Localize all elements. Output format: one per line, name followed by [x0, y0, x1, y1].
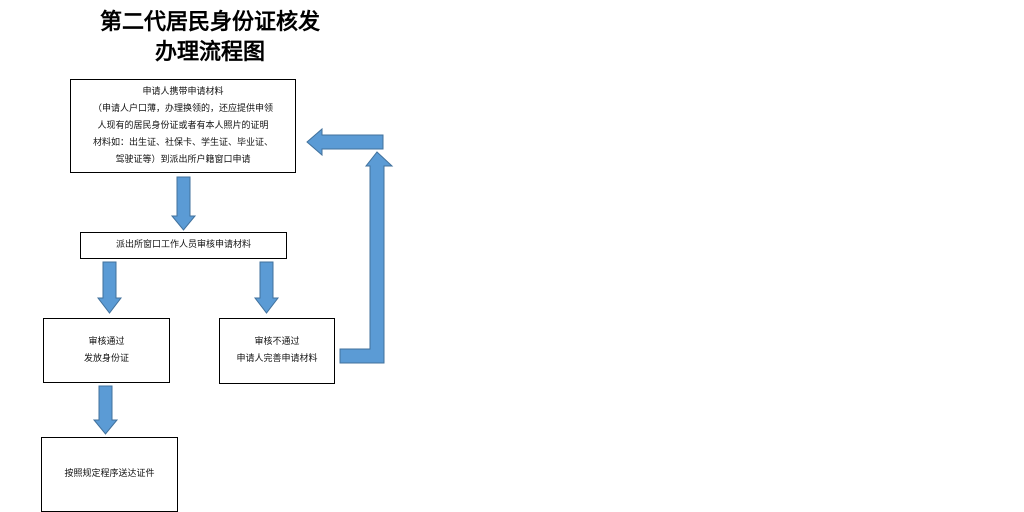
arrow-down-apply-review	[170, 176, 197, 231]
pass-text: 发放身份证	[83, 353, 129, 364]
fail-text: 申请人完善申请材料	[236, 354, 318, 364]
title-line-1: 第二代居民身份证核发	[99, 9, 320, 35]
apply-text: 材料如：出生证、社保卡、学生证、毕业证、	[92, 137, 273, 148]
pass-text: 审核通过	[88, 336, 125, 347]
apply-text: 驾驶证等）到派出所户籍窗口申请	[115, 154, 251, 165]
deliver-text: 按照规定程序送达证件	[64, 469, 155, 479]
review-text: 派出所窗口工作人员审核申请材料	[115, 240, 251, 250]
pass-box: 审核通过 发放身份证	[43, 318, 170, 383]
fail-text: 审核不通过	[254, 337, 300, 347]
apply-text: （申请人户口薄，办理换领的，还应提供申领	[92, 103, 273, 114]
arrow-left-to-apply	[306, 127, 384, 157]
arrow-down-review-pass	[96, 261, 123, 314]
apply-text: 人现有的居民身份证或者有本人照片的证明	[97, 120, 269, 131]
apply-box: 申请人携带申请材料 （申请人户口薄，办理换领的，还应提供申领 人现有的居民身份证…	[70, 79, 296, 173]
apply-text: 申请人携带申请材料	[142, 86, 224, 97]
review-box: 派出所窗口工作人员审核申请材料	[80, 232, 287, 259]
arrow-return-loop	[339, 151, 394, 364]
fail-box: 审核不通过 申请人完善申请材料	[219, 318, 335, 384]
arrow-down-review-fail	[253, 261, 280, 314]
arrow-down-pass-deliver	[92, 385, 119, 435]
title-line-2: 办理流程图	[154, 39, 265, 65]
